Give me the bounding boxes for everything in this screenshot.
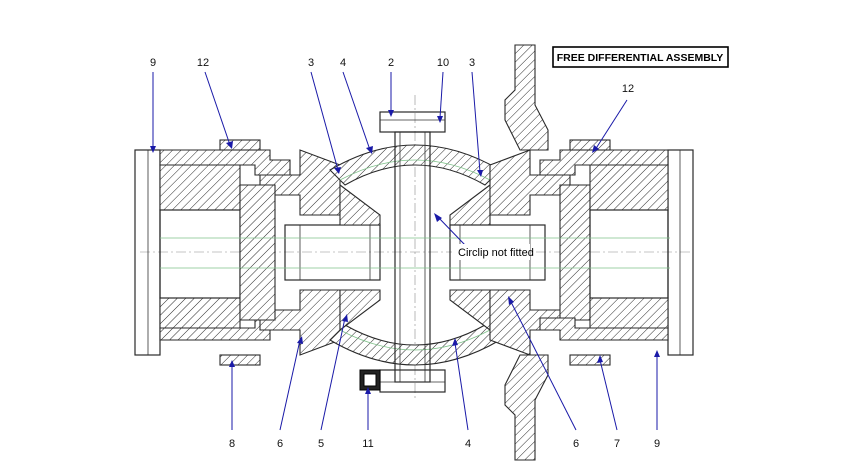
callout-5: 5 bbox=[318, 438, 324, 450]
circlip-leader bbox=[434, 213, 466, 246]
callout-12-top-right: 12 bbox=[622, 83, 634, 95]
callout-7: 7 bbox=[614, 438, 620, 450]
differential-case bbox=[329, 144, 501, 366]
right-housing bbox=[539, 139, 694, 366]
callout-3-left: 3 bbox=[308, 57, 314, 69]
callout-9-bottom: 9 bbox=[654, 438, 660, 450]
leaders-bottom bbox=[229, 296, 660, 431]
cross-shaft bbox=[379, 111, 446, 393]
callout-11: 11 bbox=[362, 438, 373, 450]
title-box: FREE DIFFERENTIAL ASSEMBLY bbox=[552, 46, 729, 68]
callout-12-top-left: 12 bbox=[197, 57, 209, 69]
callout-2: 2 bbox=[388, 57, 394, 69]
note-background bbox=[452, 244, 530, 260]
diagram-title: FREE DIFFERENTIAL ASSEMBLY bbox=[557, 52, 723, 64]
leaders-top bbox=[150, 71, 628, 177]
callout-6-right: 6 bbox=[573, 438, 579, 450]
left-housing bbox=[134, 139, 291, 366]
right-flange bbox=[504, 44, 549, 461]
callout-10: 10 bbox=[437, 57, 449, 69]
callout-8: 8 bbox=[229, 438, 235, 450]
roll-pin bbox=[359, 369, 381, 391]
callout-6-left: 6 bbox=[277, 438, 283, 450]
callout-9-top: 9 bbox=[150, 57, 156, 69]
circlip-note: Circlip not fitted bbox=[458, 247, 534, 259]
callout-4-bottom: 4 bbox=[465, 438, 471, 450]
left-side-gear bbox=[239, 149, 381, 356]
callout-3-right: 3 bbox=[469, 57, 475, 69]
callout-4-top: 4 bbox=[340, 57, 346, 69]
right-side-gear bbox=[449, 149, 591, 356]
